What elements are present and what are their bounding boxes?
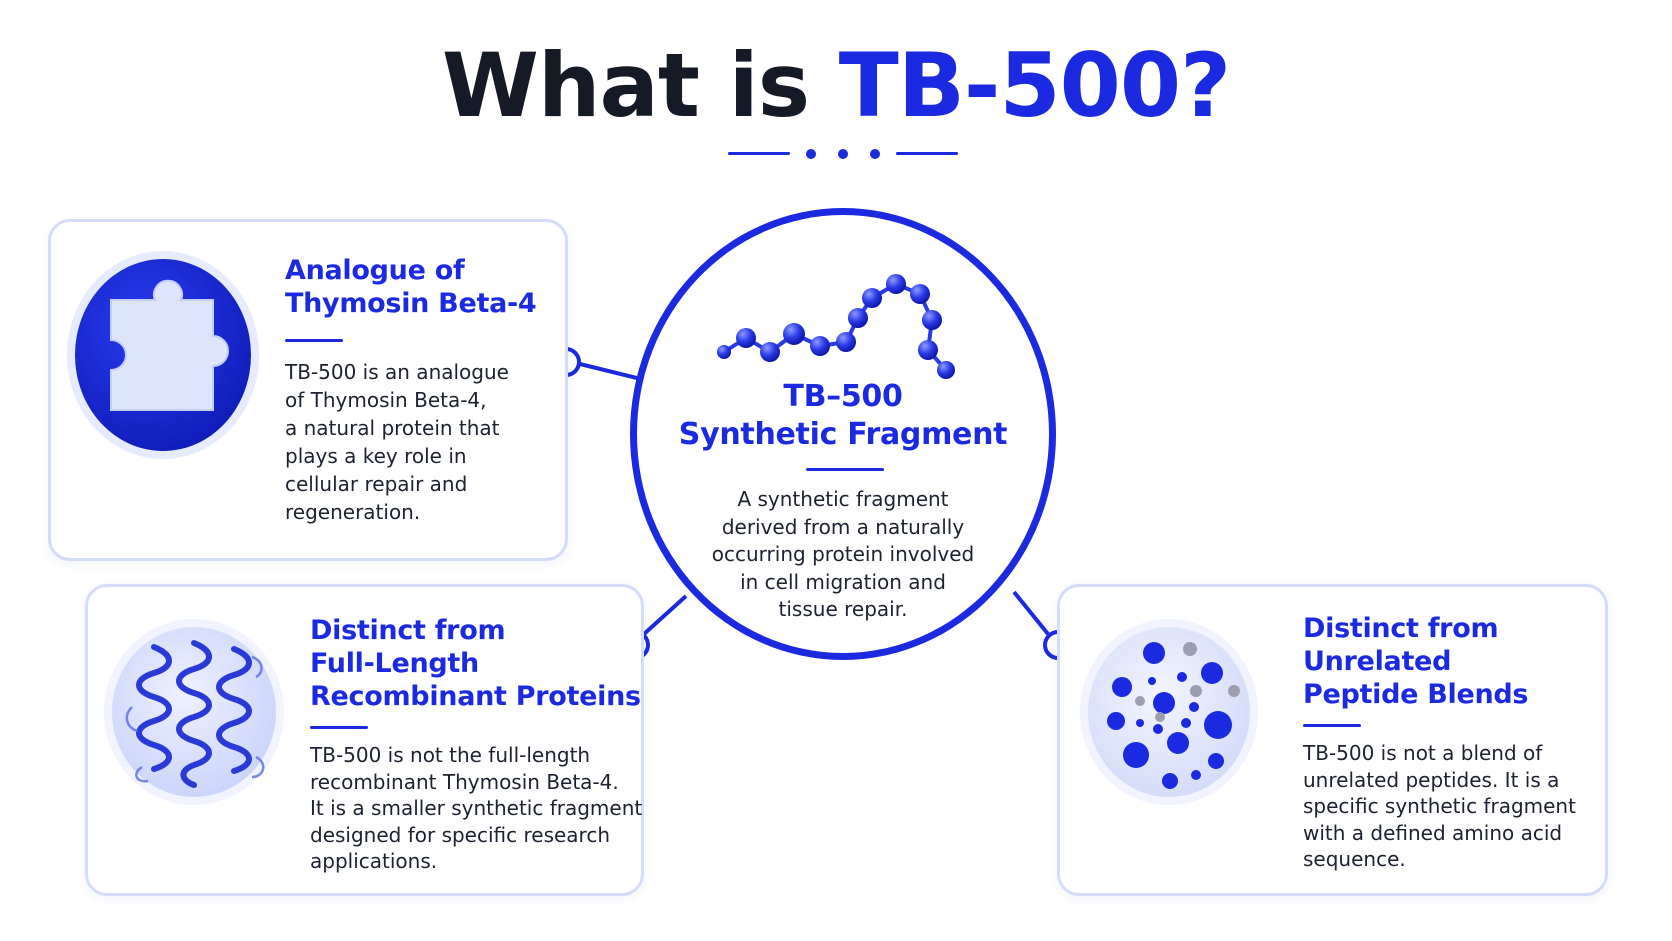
card-body: TB-500 is not the full-length recombinan…	[310, 742, 642, 875]
card-recombinant	[85, 584, 644, 896]
divider-dot	[806, 149, 816, 159]
card-body-line: recombinant Thymosin Beta-4.	[310, 769, 619, 794]
card-body-line: with a defined amino acid	[1303, 820, 1563, 845]
card-title-recombinant: Distinct from Full-Length Recombinant Pr…	[310, 614, 641, 713]
protein-helix-icon	[104, 619, 284, 805]
card-body-line: plays a key role in	[285, 444, 467, 468]
card-body-line: designed for specific research	[310, 822, 611, 847]
card-body-line: regeneration.	[285, 500, 421, 524]
divider-dot	[870, 149, 880, 159]
card-title-line: Distinct from	[1303, 613, 1499, 644]
card-title-line: Peptide Blends	[1303, 679, 1529, 710]
center-body-line: tissue repair.	[778, 597, 908, 621]
molecule-chain-icon	[717, 274, 955, 379]
card-body: TB-500 is an analogue of Thymosin Beta-4…	[285, 358, 509, 526]
card-title-line: Thymosin Beta-4	[285, 288, 537, 319]
card-analogue: Analogue of Thymosin Beta-4 TB-500 is an…	[48, 219, 568, 561]
card-body-line: TB-500 is not a blend of	[1303, 741, 1543, 765]
connector-right-bottom	[1012, 590, 1050, 636]
divider-line-right	[896, 152, 958, 155]
card-title-line: Distinct from	[310, 615, 506, 646]
center-body-line: in cell migration and	[740, 569, 946, 594]
center-body-line: occurring protein involved	[711, 542, 975, 566]
card-body: TB-500 is not a blend of unrelated pepti…	[1303, 740, 1576, 873]
card-title-line: Full-Length	[310, 648, 479, 679]
card-rule	[1303, 724, 1361, 727]
divider-dot	[838, 149, 848, 159]
card-title: Analogue of Thymosin Beta-4	[285, 254, 537, 320]
card-title-peptide: Distinct from Unrelated Peptide Blends	[1303, 612, 1529, 711]
puzzle-piece-icon	[67, 251, 259, 459]
card-body-line: cellular repair and	[285, 472, 468, 496]
title-prefix: What is	[441, 34, 839, 137]
center-body-line: derived from a naturally	[721, 514, 965, 539]
card-title-line: Recombinant Proteins	[310, 681, 641, 712]
title-divider	[728, 146, 958, 160]
card-title-line: Unrelated	[1303, 646, 1452, 677]
card-body-line: TB-500 is not the full-length	[310, 743, 591, 767]
peptide-dots-icon	[1080, 619, 1258, 805]
center-body-line: A synthetic fragment	[737, 487, 949, 511]
center-title-line: Synthetic Fragment	[678, 417, 1008, 452]
page-title: What is TB-500?	[0, 36, 1672, 136]
card-body-line: It is a smaller synthetic fragment	[310, 796, 643, 820]
card-rule	[310, 726, 368, 729]
card-peptide-blends	[1057, 584, 1608, 896]
center-circle	[630, 208, 1056, 660]
center-title: TB–500 Synthetic Fragment	[630, 378, 1056, 454]
title-accent: TB-500?	[838, 34, 1231, 137]
center-title-line: TB–500	[783, 379, 903, 414]
center-rule	[806, 468, 884, 471]
card-body-line: unrelated peptides. It is a	[1303, 767, 1560, 792]
card-body-line: sequence.	[1303, 847, 1406, 871]
card-body-line: specific synthetic fragment	[1303, 794, 1576, 818]
divider-line-left	[728, 152, 790, 155]
card-body-line: TB-500 is an analogue	[285, 360, 509, 384]
card-body-line: a natural protein that	[285, 416, 500, 440]
card-body-line: applications.	[310, 849, 438, 873]
connector-left-top	[579, 362, 638, 380]
card-rule	[285, 339, 343, 342]
card-title-line: Analogue of	[285, 255, 465, 286]
center-body: A synthetic fragment derived from a natu…	[660, 486, 1026, 624]
connector-left-bottom	[642, 594, 688, 636]
card-body-line: of Thymosin Beta-4,	[285, 388, 487, 412]
